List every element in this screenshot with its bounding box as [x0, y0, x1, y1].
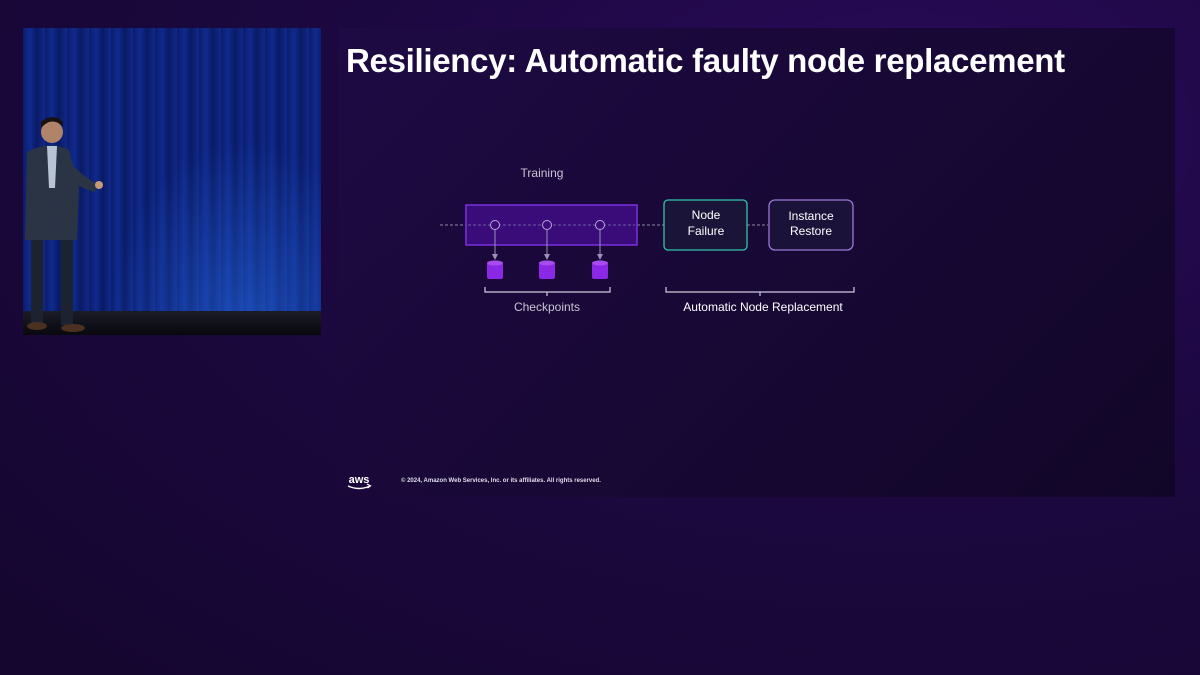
checkpoint-3 — [592, 220, 608, 279]
speaker-figure — [25, 117, 103, 332]
instance-restore-box — [768, 199, 854, 251]
presentation-slide: Resiliency: Automatic faulty node replac… — [338, 28, 1175, 497]
replacement-label: Automatic Node Replacement — [683, 300, 843, 314]
checkpoint-1 — [487, 220, 503, 279]
checkpoint-2 — [539, 220, 555, 279]
aws-logo: aws — [347, 474, 372, 490]
copyright-notice: © 2024, Amazon Web Services, Inc. or its… — [401, 478, 601, 484]
node-failure-label-line2: Failure — [688, 224, 725, 238]
instance-restore-label-line2: Restore — [790, 224, 832, 238]
checkpoints-brace — [484, 287, 611, 296]
instance-restore-label-line1: Instance — [788, 209, 834, 223]
replacement-brace — [665, 287, 855, 296]
training-label: Training — [521, 166, 564, 180]
speaker-video-feed — [23, 28, 321, 335]
checkpoints-label: Checkpoints — [514, 300, 580, 314]
resiliency-diagram: Training Checkpoints — [440, 166, 855, 314]
slide-title: Resiliency: Automatic faulty node replac… — [346, 42, 1065, 79]
node-failure-label-line1: Node — [692, 208, 721, 222]
aws-logo-text: aws — [349, 474, 370, 486]
